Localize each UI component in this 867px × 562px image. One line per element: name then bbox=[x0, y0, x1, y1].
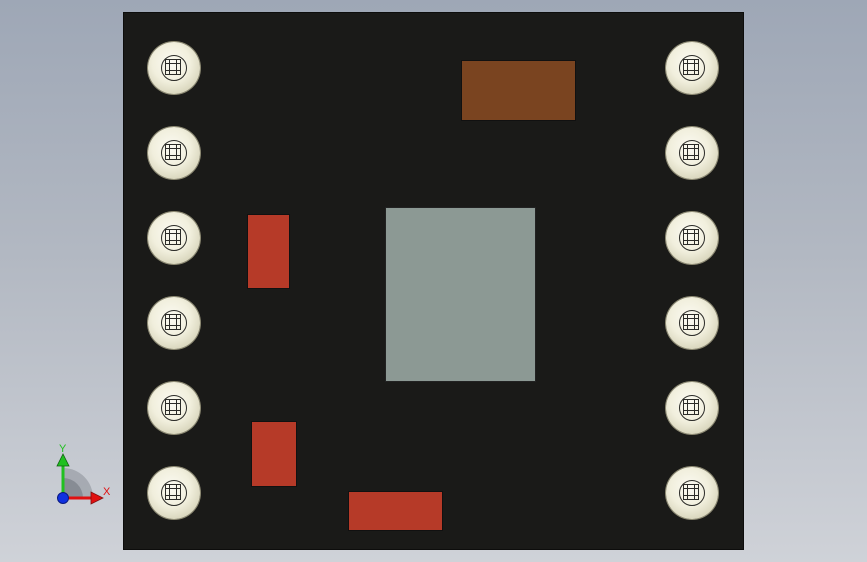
coordinate-triad-icon: Y X bbox=[45, 438, 125, 518]
axis-x-label: X bbox=[103, 486, 111, 498]
pin-icon bbox=[165, 484, 181, 500]
pad-right-2[interactable] bbox=[666, 127, 718, 179]
pin-icon bbox=[165, 144, 181, 160]
pad-hole bbox=[161, 55, 187, 81]
pin-icon bbox=[683, 144, 699, 160]
pin-icon bbox=[683, 229, 699, 245]
pad-left-3[interactable] bbox=[148, 212, 200, 264]
pad-right-1[interactable] bbox=[666, 42, 718, 94]
pad-hole bbox=[161, 225, 187, 251]
pad-hole bbox=[161, 140, 187, 166]
pad-hole bbox=[161, 480, 187, 506]
pad-hole bbox=[161, 395, 187, 421]
pin-icon bbox=[165, 314, 181, 330]
resistor-bottom[interactable] bbox=[348, 491, 443, 531]
resistor-upper[interactable] bbox=[247, 214, 290, 289]
axis-y-label: Y bbox=[59, 443, 67, 455]
pad-left-2[interactable] bbox=[148, 127, 200, 179]
pad-hole bbox=[679, 140, 705, 166]
triad-graphic bbox=[56, 453, 104, 505]
pad-right-6[interactable] bbox=[666, 467, 718, 519]
resistor-lower[interactable] bbox=[251, 421, 297, 487]
pin-icon bbox=[683, 59, 699, 75]
pad-right-4[interactable] bbox=[666, 297, 718, 349]
pin-icon bbox=[165, 399, 181, 415]
pad-hole bbox=[679, 55, 705, 81]
pad-left-1[interactable] bbox=[148, 42, 200, 94]
pad-hole bbox=[161, 310, 187, 336]
capacitor[interactable] bbox=[461, 60, 576, 121]
pcb-board[interactable] bbox=[124, 13, 743, 549]
pad-hole bbox=[679, 395, 705, 421]
pin-icon bbox=[683, 314, 699, 330]
pad-right-5[interactable] bbox=[666, 382, 718, 434]
pad-left-4[interactable] bbox=[148, 297, 200, 349]
pin-icon bbox=[683, 484, 699, 500]
pad-left-6[interactable] bbox=[148, 467, 200, 519]
ic-chip[interactable] bbox=[385, 207, 536, 382]
pad-right-3[interactable] bbox=[666, 212, 718, 264]
pad-hole bbox=[679, 480, 705, 506]
pin-icon bbox=[683, 399, 699, 415]
pad-left-5[interactable] bbox=[148, 382, 200, 434]
pad-hole bbox=[679, 310, 705, 336]
pad-hole bbox=[679, 225, 705, 251]
pin-icon bbox=[165, 229, 181, 245]
pin-icon bbox=[165, 59, 181, 75]
